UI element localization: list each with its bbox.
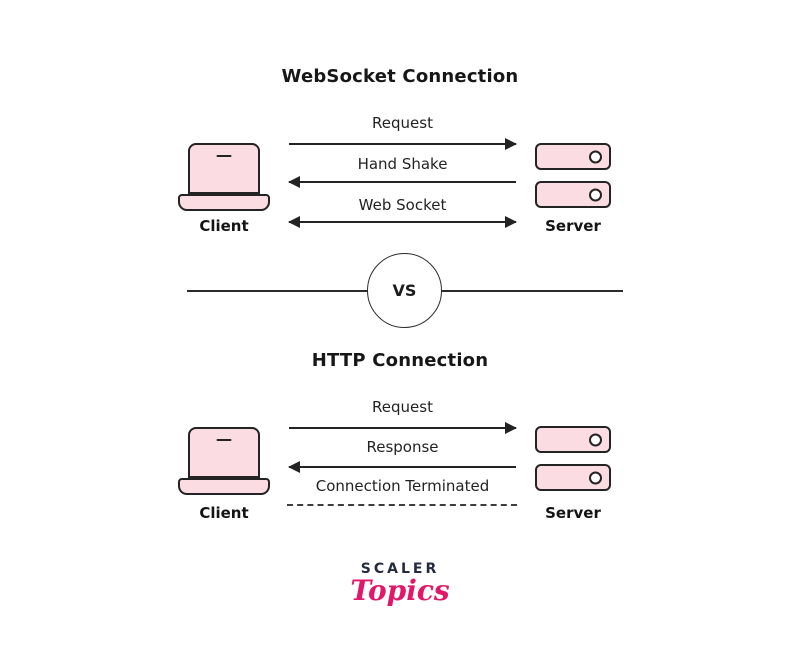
ws-client-label: Client [199,217,249,235]
ws-server-label: Server [545,217,601,235]
laptop-base [178,194,270,211]
logo-product-text: Topics [350,574,450,607]
http-termination-label: Connection Terminated [315,477,490,495]
ws-websocket-arrow [288,216,517,228]
server-light-icon [589,188,602,201]
server-light-icon [589,150,602,163]
ws-client-laptop-icon [178,143,270,211]
http-client-label: Client [199,504,249,522]
ws-handshake-label: Hand Shake [357,155,448,173]
http-response-arrow [288,461,516,473]
server-unit [535,181,611,208]
server-unit [535,143,611,170]
http-request-label: Request [372,398,433,416]
http-response-label: Response [366,438,439,456]
http-request-arrow [289,422,517,434]
laptop-screen-dash [216,439,232,441]
ws-server-icon [535,143,611,208]
laptop-screen [188,143,260,194]
http-termination-dashed-line [287,504,517,506]
http-server-icon [535,426,611,491]
ws-websocket-label: Web Socket [358,196,447,214]
server-unit [535,426,611,453]
server-light-icon [589,471,602,484]
laptop-base [178,478,270,495]
ws-request-label: Request [372,114,433,132]
http-server-label: Server [545,504,601,522]
server-light-icon [589,433,602,446]
ws-handshake-arrow [288,176,516,188]
http-section-title: HTTP Connection [311,350,489,371]
http-client-laptop-icon [178,427,270,495]
scaler-topics-logo: SCALER Topics [0,562,800,605]
laptop-screen-dash [216,155,232,157]
ws-request-arrow [289,138,517,150]
vs-badge: VS [367,253,442,328]
laptop-screen [188,427,260,478]
logo-brand-text: SCALER [360,561,440,577]
server-unit [535,464,611,491]
websocket-section-title: WebSocket Connection [281,66,519,87]
